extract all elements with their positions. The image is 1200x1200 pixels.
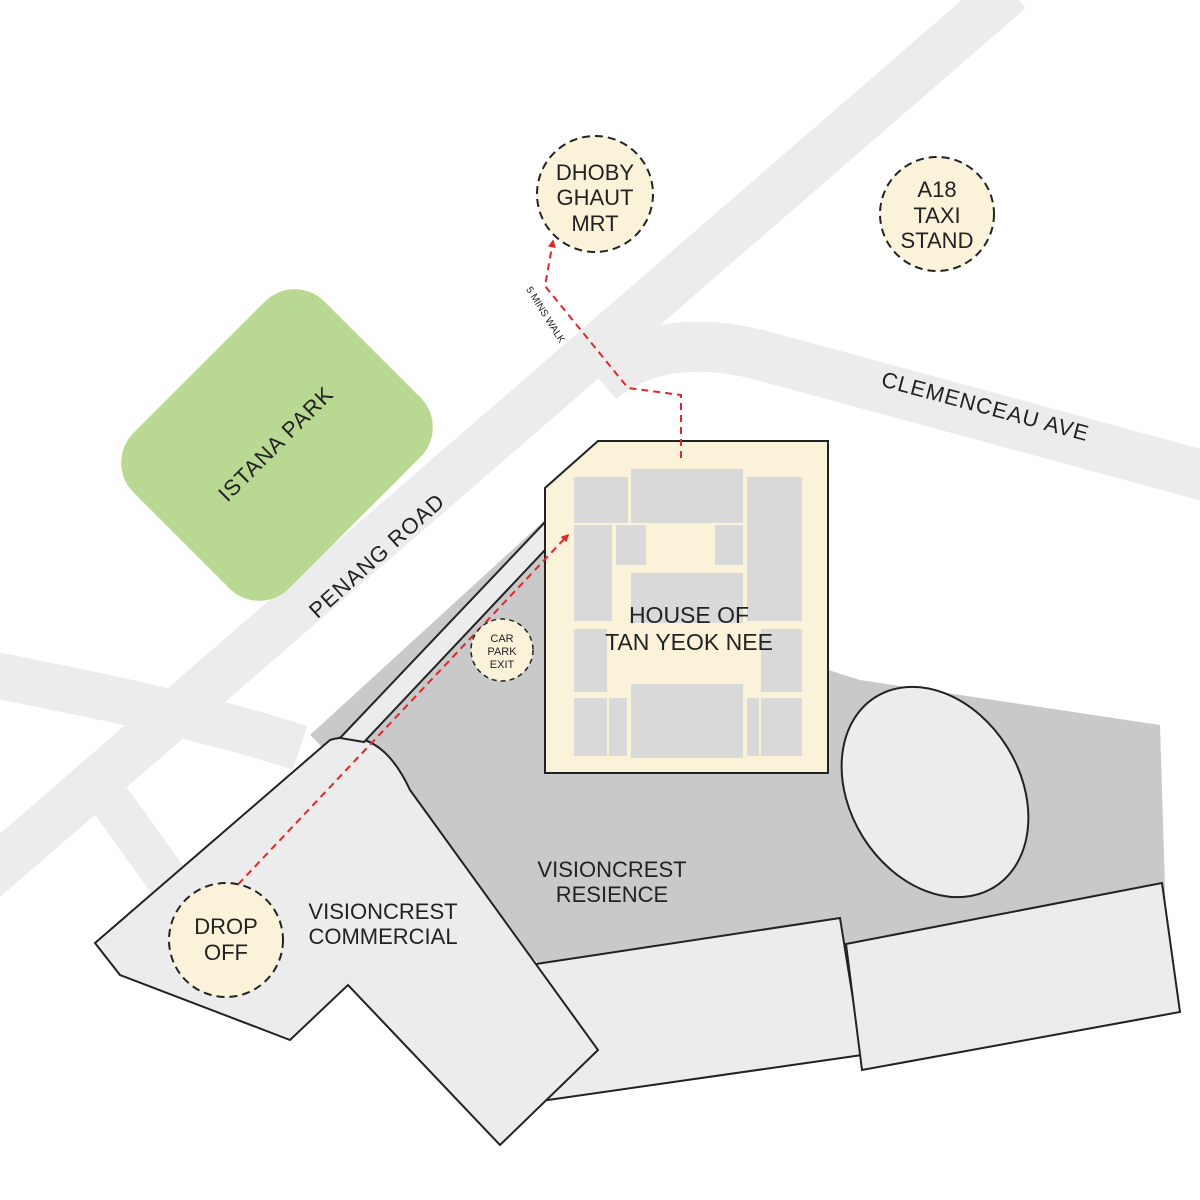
residence-oval-feature [840, 685, 1030, 899]
taxi-label-line1: A18 [917, 177, 956, 202]
drop-off-marker[interactable]: DROP OFF [168, 882, 284, 998]
penang-road-shape [0, 0, 1026, 898]
car-park-label-line2: PARK [487, 646, 517, 658]
route-house-to-mrt [543, 239, 682, 458]
dashed-circle-marker-icon [536, 135, 654, 253]
route-commercial-to-house [228, 533, 570, 895]
residence-label-line1: VISIONCREST [537, 857, 686, 882]
istana-park-area [121, 289, 433, 601]
car-park-label-line3: EXIT [490, 659, 515, 671]
dhoby-ghaut-mrt-marker[interactable]: DHOBY GHAUT MRT [536, 135, 654, 253]
dashed-circle-marker-icon [168, 882, 284, 998]
commercial-label-line2: COMMERCIAL [308, 924, 457, 949]
dashed-circle-marker-icon [470, 618, 534, 682]
mrt-label-line3: MRT [571, 211, 618, 236]
commercial-label-line1: VISIONCREST [308, 899, 457, 924]
drop-off-label-line2: OFF [204, 940, 248, 965]
house-of-tan-yeok-nee[interactable]: HOUSE OF TAN YEOK NEE [544, 440, 829, 774]
mrt-label-line1: DHOBY [556, 160, 635, 185]
car-park-exit-marker[interactable]: CAR PARK EXIT [470, 618, 534, 682]
dashed-circle-marker-icon [879, 156, 995, 272]
connector-road-shape [92, 787, 193, 903]
residence-label-line2: RESIENCE [556, 882, 668, 907]
house-rooms [572, 467, 804, 760]
taxi-label-line2: TAXI [913, 203, 960, 228]
walking-routes [228, 239, 682, 895]
residence-block-east [844, 881, 1182, 1072]
house-label-line1: HOUSE OF [629, 602, 749, 628]
mrt-label-line2: GHAUT [557, 185, 634, 210]
car-park-label-line1: CAR [490, 633, 513, 645]
taxi-label-line3: STAND [901, 228, 974, 253]
clemenceau-ave-shape [584, 321, 1200, 501]
drop-off-label-line1: DROP [194, 914, 258, 939]
house-label-line2: TAN YEOK NEE [605, 629, 773, 655]
a18-taxi-stand-marker[interactable]: A18 TAXI STAND [879, 156, 995, 272]
